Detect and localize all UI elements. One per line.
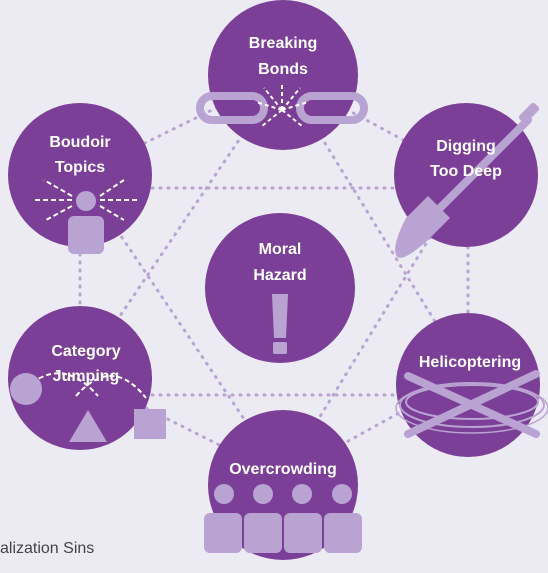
node-helicoptering: Helicoptering [395, 313, 548, 457]
node-category-jumping: Category Jumping [8, 306, 166, 450]
node-label: Boudoir [49, 134, 110, 151]
exposed-person-icon [34, 179, 138, 254]
connector [78, 373, 285, 479]
node-digging-too-deep: Digging Too Deep [394, 102, 540, 258]
connector [281, 73, 470, 377]
caption: alization Sins [0, 540, 95, 557]
node-label: Helicoptering [419, 354, 521, 371]
node-label: Too Deep [430, 163, 502, 180]
helicopter-rotor-icon [395, 370, 548, 438]
node-label: Hazard [253, 267, 306, 284]
node-label: Jumping [53, 368, 120, 385]
shapes-icon [10, 372, 166, 442]
broken-chain-icon [196, 82, 368, 127]
node-label: Moral [259, 241, 302, 258]
node-label: Digging [436, 138, 496, 155]
shovel-icon [395, 102, 540, 258]
node-overcrowding: Overcrowding [204, 410, 362, 560]
node-breaking-bonds: Breaking Bonds [196, 0, 368, 150]
node-label: Breaking [249, 35, 317, 52]
node-label: Overcrowding [229, 461, 337, 478]
connector [78, 73, 285, 177]
node-label: Topics [55, 159, 105, 176]
node-label: Category [51, 343, 120, 360]
crowd-icon [204, 484, 362, 553]
node-moral-hazard: Moral Hazard [205, 213, 355, 363]
node-boudoir-topics: Boudoir Topics [8, 103, 152, 254]
node-label: Bonds [258, 61, 308, 78]
exclamation-icon [272, 294, 288, 354]
